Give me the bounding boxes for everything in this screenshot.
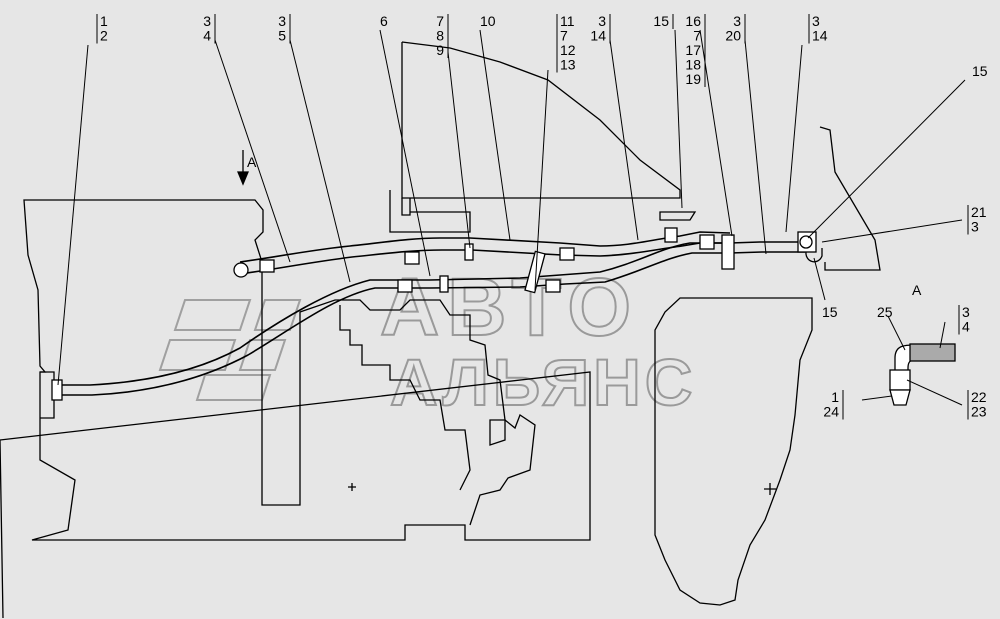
callout: 15 — [822, 304, 838, 320]
pipe-clamp — [439, 275, 449, 293]
callout-part-number: 15 — [972, 63, 988, 79]
callout: 15 — [972, 63, 988, 79]
callout-part-number: 15 — [653, 13, 669, 29]
callout-part-number: 3 — [962, 304, 970, 320]
watermark-line2: АЛЬЯНС — [390, 345, 696, 419]
callout-part-number: 15 — [822, 304, 838, 320]
chassis-outline — [0, 41, 881, 619]
pipe-clamp — [721, 234, 735, 270]
pipe-clamp — [524, 250, 546, 294]
callout-part-number: 18 — [685, 57, 701, 73]
hose-coupling — [664, 227, 678, 243]
callout-part-number: 4 — [962, 319, 970, 335]
callout-part-number: 6 — [380, 13, 388, 29]
hose-end-fitting — [799, 235, 813, 249]
callout: 124 — [823, 389, 844, 420]
callout-part-number: 3 — [971, 219, 979, 235]
callout-part-number: 3 — [203, 13, 211, 29]
callout-part-number: 3 — [812, 13, 820, 29]
callout-part-number: 1 — [831, 389, 839, 405]
callout-part-number: 4 — [203, 28, 211, 44]
callout-part-number: 16 — [685, 13, 701, 29]
callout: 35 — [278, 13, 291, 44]
watermark-line1: АВТО — [380, 262, 639, 353]
hose-coupling — [404, 251, 420, 265]
watermark-logo — [158, 299, 302, 401]
callout-part-number: 21 — [971, 204, 987, 220]
callout-part-number: 20 — [725, 28, 741, 44]
pipe-clamp — [464, 243, 474, 261]
hose-coupling — [397, 279, 413, 293]
callout-part-number: 19 — [685, 71, 701, 87]
hose-bend — [805, 248, 823, 263]
callout-part-number: 7 — [560, 28, 568, 44]
hose-coupling — [559, 247, 575, 261]
hose-segment — [909, 343, 956, 362]
callout: 320 — [725, 13, 746, 44]
callout: 10 — [480, 13, 496, 29]
callout-part-number: 23 — [971, 404, 987, 420]
view-a-detail — [889, 343, 956, 406]
callout-part-number: 3 — [733, 13, 741, 29]
hose-end-fitting — [233, 262, 249, 278]
callout-part-number: 7 — [693, 28, 701, 44]
view-arrow-label: A — [247, 154, 257, 170]
hose-lines — [58, 231, 805, 396]
callout: 34 — [958, 304, 970, 335]
callout-part-number: 2 — [100, 28, 108, 44]
callout-part-number: 1 — [100, 13, 108, 29]
callout: 314 — [590, 13, 611, 44]
callout: 6 — [380, 13, 388, 29]
callout-part-number: 12 — [560, 42, 576, 58]
callout: 34 — [203, 13, 216, 44]
callout-part-number: 17 — [685, 42, 701, 58]
view-title: A — [912, 282, 922, 298]
callout-part-number: 25 — [877, 304, 893, 320]
hose-coupling — [699, 234, 715, 250]
hose-end-fitting — [51, 379, 63, 401]
callout: 314 — [808, 13, 828, 44]
callout-part-number: 3 — [278, 13, 286, 29]
fitting-nut — [889, 389, 911, 406]
callout: 12 — [96, 13, 108, 44]
callout-part-number: 9 — [436, 42, 444, 58]
hose-coupling — [259, 259, 275, 273]
callout-part-number: 8 — [436, 28, 444, 44]
callout-part-number: 24 — [823, 404, 839, 420]
callout-part-number: 7 — [436, 13, 444, 29]
callout: 789 — [436, 13, 449, 58]
callout: 25 — [877, 304, 893, 320]
callout-part-number: 22 — [971, 389, 987, 405]
callout-part-number: 14 — [812, 28, 828, 44]
fittings — [51, 227, 823, 401]
hose-coupling — [545, 279, 561, 293]
callout-part-number: 3 — [598, 13, 606, 29]
callout: 213 — [967, 204, 987, 235]
callout: 15 — [653, 13, 674, 29]
view-a-arrow — [237, 150, 249, 186]
watermark: АВТО АЛЬЯНС — [158, 261, 696, 420]
leader-lines — [57, 29, 966, 406]
callout-part-number: 11 — [560, 13, 575, 29]
callout-part-number: 5 — [278, 28, 286, 44]
callout-part-number: 13 — [560, 57, 576, 73]
callout-part-number: 10 — [480, 13, 496, 29]
callout-part-number: 14 — [590, 28, 606, 44]
